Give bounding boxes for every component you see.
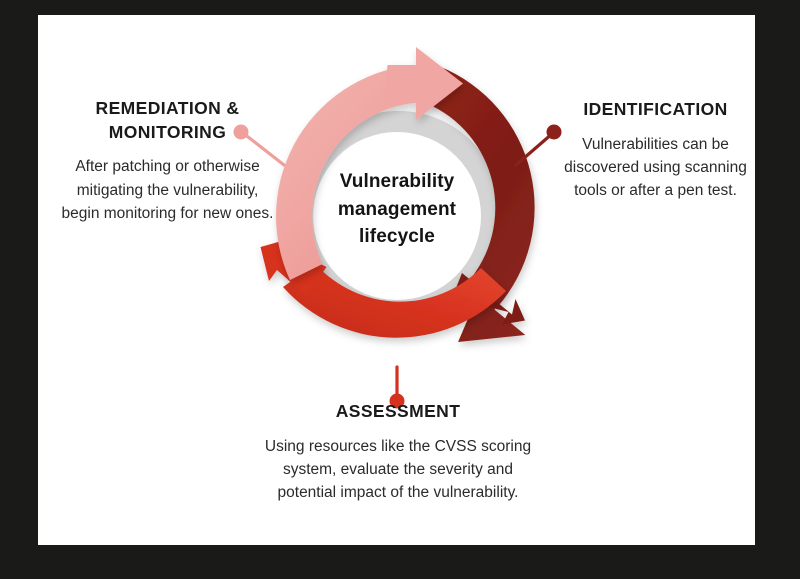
cycle-ring-graphic — [233, 47, 562, 409]
stage-body-assessment: Using resources like the CVSS scoring sy… — [264, 437, 532, 502]
stage-label-assessment[interactable]: ASSESSMENT Using resources like the CVSS… — [253, 400, 543, 504]
stage-label-remediation[interactable]: REMEDIATION & MONITORING After patching … — [60, 97, 275, 225]
center-line-3: lifecycle — [359, 226, 435, 248]
connector-identification — [514, 124, 562, 167]
connector-remediation — [233, 124, 286, 167]
stage-heading-remediation-line1: REMEDIATION & — [95, 98, 240, 118]
cycle-diagram: Vulnerability management lifecycle REMED… — [38, 15, 755, 545]
center-line-2: management — [337, 198, 457, 220]
stage-body-identification: Vulnerabilities can be discovered using … — [564, 135, 747, 200]
diagram-card: Vulnerability management lifecycle REMED… — [38, 15, 755, 545]
stage-heading-remediation: REMEDIATION & MONITORING — [60, 97, 275, 144]
center-line-1: Vulnerability — [339, 171, 455, 192]
stage-heading-remediation-line2: MONITORING — [108, 121, 227, 142]
stage-body-remediation: After patching or otherwise mitigating t… — [61, 158, 274, 222]
stage-heading-assessment: ASSESSMENT — [335, 401, 461, 421]
inner-grey-ring — [294, 111, 502, 319]
stage-heading-identification: IDENTIFICATION — [583, 99, 728, 119]
arc-remediation[interactable] — [276, 47, 463, 280]
diagram-center-title: Vulnerability management lifecycle — [317, 168, 477, 251]
connector-assessment — [389, 365, 405, 409]
stage-label-identification[interactable]: IDENTIFICATION Vulnerabilities can be di… — [558, 98, 753, 202]
